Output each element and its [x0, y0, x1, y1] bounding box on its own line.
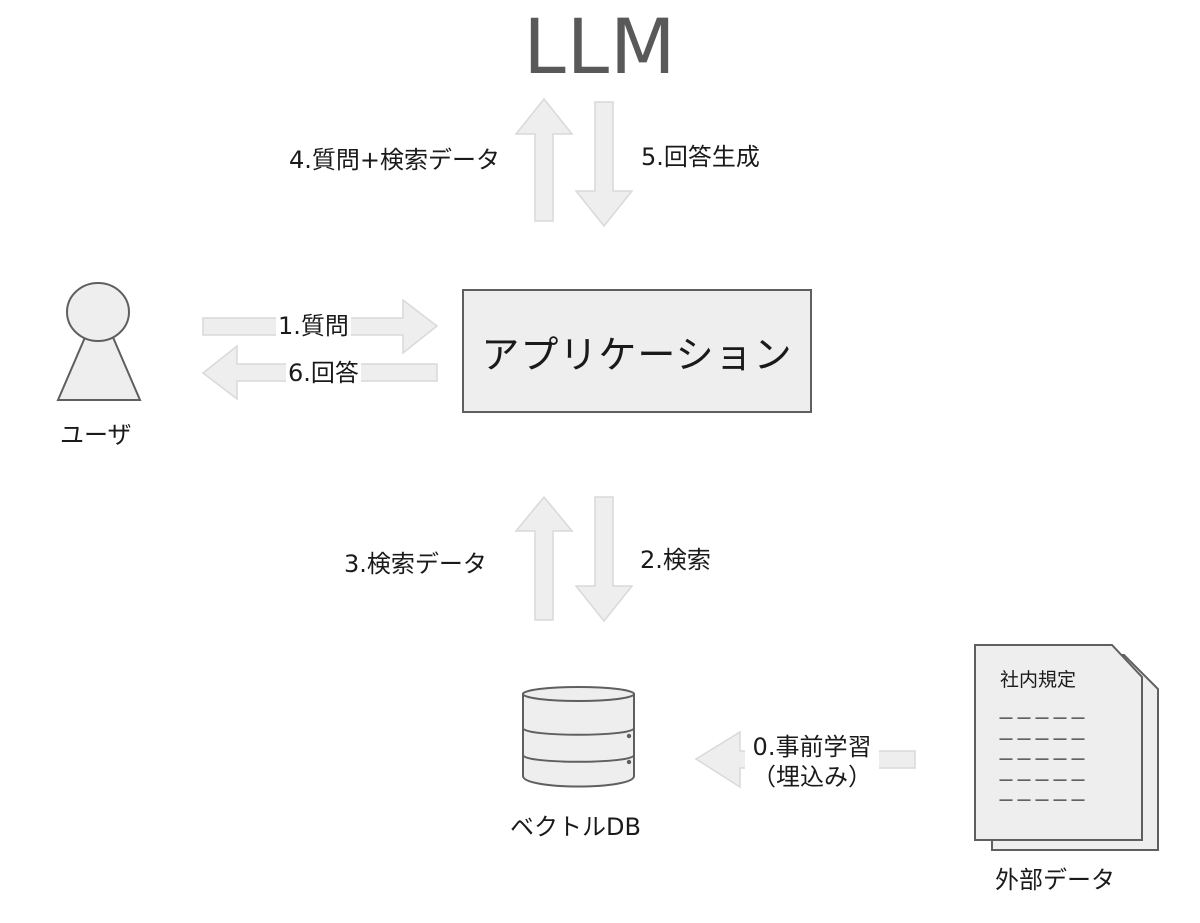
document-line: －－－－－: [997, 791, 1087, 812]
user-icon: [56, 282, 142, 401]
edge-label-step3: 3.検索データ: [344, 550, 487, 578]
document-lines: －－－－－ －－－－－ －－－－－ －－－－－ －－－－－: [997, 709, 1087, 813]
document-line: －－－－－: [997, 729, 1087, 751]
document-line: －－－－－: [997, 750, 1087, 771]
edge-label-step2: 2.検索: [640, 546, 711, 574]
llm-node-label: LLM: [523, 2, 677, 91]
application-box: [462, 289, 812, 413]
edge-label-step6: 6.回答: [286, 359, 361, 387]
document-stack-icon: [974, 644, 1159, 851]
vector-db-node-label: ベクトルDB: [510, 813, 641, 841]
edge-label-step4: 4.質問+検索データ: [289, 146, 501, 174]
edge-label-step0-line1: 0.事前学習: [752, 733, 872, 761]
document-title: 社内規定: [1000, 669, 1077, 691]
user-node-label: ユーザ: [60, 421, 132, 449]
application-node-label: アプリケーション: [481, 332, 793, 377]
arrow-up-step3: [514, 495, 574, 621]
arrow-down-step2: [574, 496, 634, 623]
arrow-down-step5: [574, 101, 634, 228]
edge-label-step5: 5.回答生成: [641, 143, 760, 171]
edge-label-step0: 0.事前学習 （埋込み）: [745, 732, 879, 792]
edge-label-step1: 1.質問: [276, 312, 351, 340]
document-line: －－－－－: [997, 770, 1087, 792]
edge-label-step0-line2: （埋込み）: [752, 763, 872, 791]
external-data-node-label: 外部データ: [995, 866, 1115, 894]
database-icon: [522, 686, 635, 788]
document-line: －－－－－: [997, 709, 1087, 730]
arrow-up-step4: [514, 97, 574, 222]
